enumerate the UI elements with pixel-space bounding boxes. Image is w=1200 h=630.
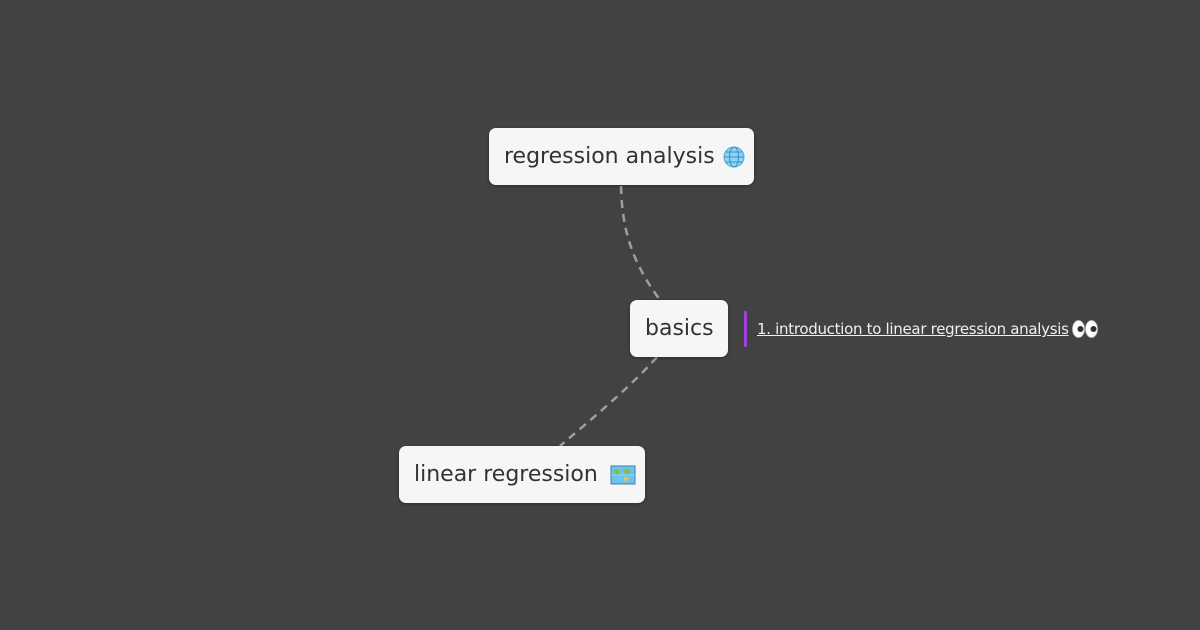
node-linear-regression[interactable]: linear regression <box>399 446 645 503</box>
node-basics[interactable]: basics <box>630 300 728 357</box>
connector-root-basics <box>619 185 662 301</box>
world-map-icon <box>610 464 636 486</box>
globe-icon <box>723 146 745 168</box>
node-label: linear regression <box>414 462 598 487</box>
accent-bar <box>744 311 747 347</box>
note-link-block: 1. introduction to linear regression ana… <box>744 311 1099 347</box>
node-label: regression analysis <box>504 144 715 169</box>
eyes-icon <box>1071 319 1099 339</box>
node-regression-analysis[interactable]: regression analysis <box>489 128 754 185</box>
connector-basics-linear <box>559 356 658 447</box>
node-label: basics <box>645 316 714 341</box>
note-link[interactable]: 1. introduction to linear regression ana… <box>757 320 1069 338</box>
